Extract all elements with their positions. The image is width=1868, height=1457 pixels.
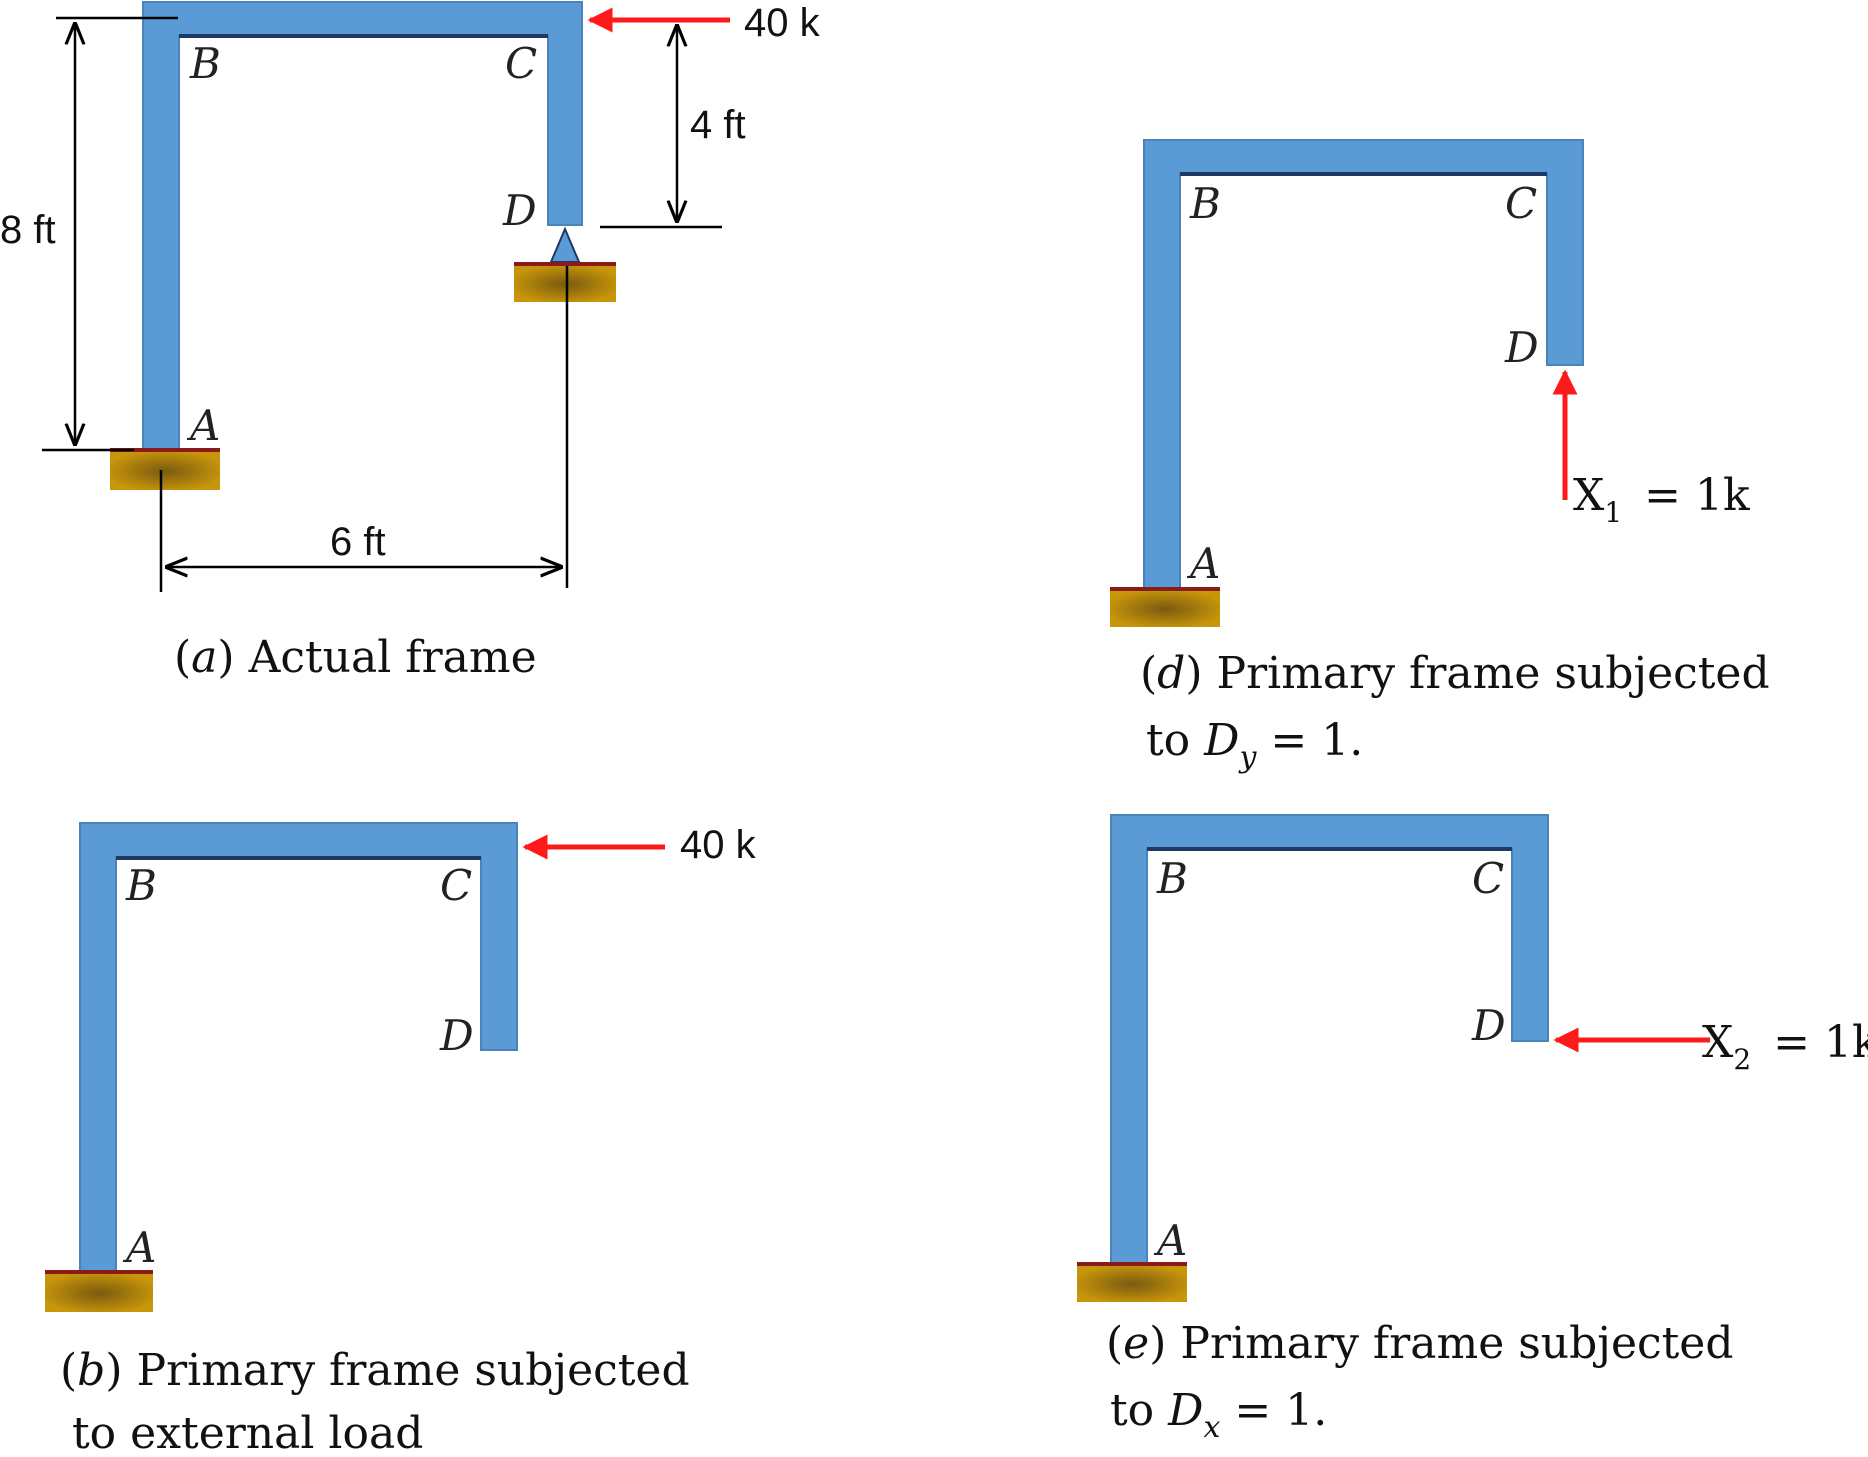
caption-pre: to [1110, 1385, 1168, 1436]
load-label: 40 k [680, 823, 757, 867]
caption-b-line2: to external load [72, 1408, 423, 1452]
caption-d-line2: to Dy = 1. [1146, 715, 1363, 775]
joint-label-b: B [125, 861, 157, 910]
joint-label-d: D [1504, 323, 1539, 372]
load-label: 40 k [744, 1, 821, 45]
panel-d-primary-dy: B C D A X1 = 1k (d) Primary frame subject… [1110, 139, 1770, 775]
caption-sub: y [1237, 740, 1257, 775]
caption-text: Actual frame [248, 632, 537, 683]
fixed-support-a [45, 1274, 153, 1312]
load-equation: = 1k [1644, 470, 1750, 521]
joint-label-c: C [1472, 854, 1504, 903]
joint-label-d: D [1471, 1001, 1506, 1050]
caption-letter: d [1157, 648, 1185, 699]
caption-d-line1: (d) Primary frame subjected [1140, 648, 1770, 699]
load-label-x2: X2 = 1k [1702, 1017, 1868, 1076]
joint-label-c: C [505, 39, 537, 88]
panel-b-primary-external-load: B C D A 40 k (b) Primary frame subjected… [45, 822, 757, 1457]
pin-support-base [514, 266, 616, 302]
caption-letter: e [1123, 1318, 1149, 1369]
load-symbol: X [1702, 1017, 1734, 1068]
joint-label-a: A [186, 401, 220, 450]
joint-label-b: B [189, 39, 221, 88]
caption-letter: a [191, 632, 217, 683]
caption-post: = 1. [1220, 1385, 1327, 1436]
joint-label-d: D [502, 186, 537, 235]
caption-b-line1: (b) Primary frame subjected [60, 1345, 690, 1396]
panel-a-actual-frame: B C D A 40 k 8 ft 4 ft 6 ft (a) Actual f… [0, 1, 821, 683]
caption-e-line1: (e) Primary frame subjected [1106, 1318, 1734, 1369]
caption-text: Primary frame subjected [1217, 648, 1770, 699]
joint-label-a: A [1153, 1216, 1187, 1265]
joint-label-a: A [1186, 539, 1220, 588]
caption-sub: x [1203, 1410, 1220, 1445]
joint-label-c: C [1505, 179, 1537, 228]
dim-label-bg [0, 205, 70, 255]
caption-letter: b [77, 1345, 105, 1396]
load-equation: = 1k [1773, 1017, 1868, 1068]
pin-support-triangle [549, 226, 581, 263]
caption-var: D [1167, 1385, 1203, 1436]
caption-text: Primary frame subjected [1180, 1318, 1733, 1369]
joint-label-b: B [1189, 179, 1221, 228]
caption-text: Primary frame subjected [137, 1345, 690, 1396]
fixed-support-a [110, 452, 220, 490]
joint-label-d: D [439, 1011, 474, 1060]
load-label-x1: X1 = 1k [1573, 470, 1750, 529]
load-subscript: 1 [1604, 496, 1622, 529]
joint-label-b: B [1156, 854, 1188, 903]
fixed-support-a [1077, 1266, 1187, 1302]
dim-label-height: 8 ft [0, 208, 56, 252]
caption-pre: to [1146, 715, 1204, 766]
caption-post: = 1. [1256, 715, 1363, 766]
dim-label-width: 6 ft [330, 520, 386, 564]
load-subscript: 2 [1733, 1043, 1751, 1076]
caption-e-line2: to Dx = 1. [1110, 1385, 1327, 1445]
panel-e-primary-dx: B C D A X2 = 1k (e) Primary frame subject… [1077, 814, 1868, 1445]
joint-label-c: C [440, 861, 472, 910]
joint-label-a: A [122, 1223, 156, 1272]
caption-a: (a) Actual frame [174, 632, 537, 683]
fixed-support-a [1110, 591, 1220, 627]
dim-label-rise: 4 ft [690, 103, 746, 147]
load-symbol: X [1573, 470, 1605, 521]
caption-var: D [1203, 715, 1239, 766]
